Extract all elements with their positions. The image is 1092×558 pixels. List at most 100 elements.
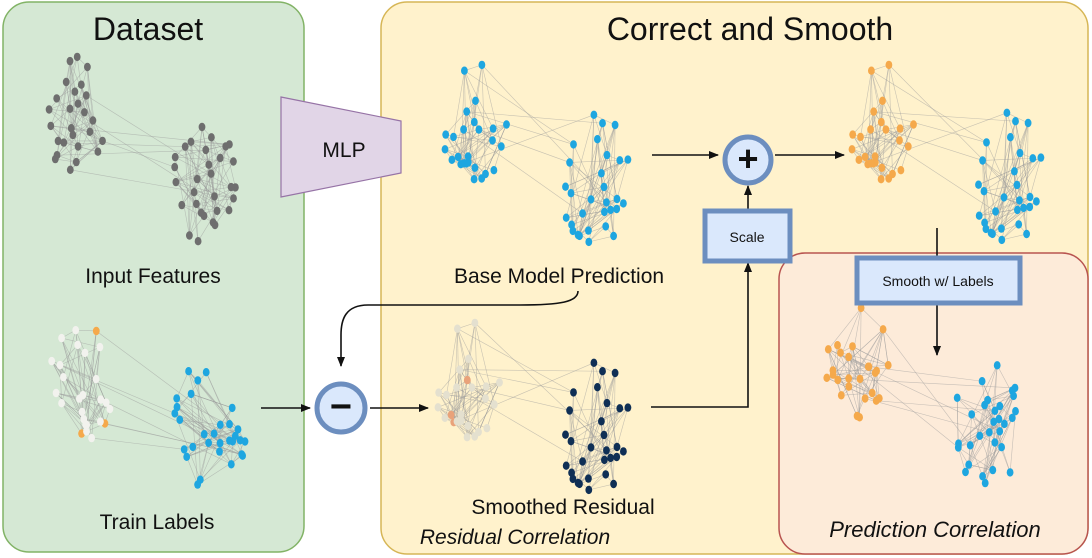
graph-node: [1011, 383, 1019, 393]
graph-node: [976, 431, 984, 440]
graph-node: [83, 420, 91, 429]
graph-node: [238, 450, 246, 459]
graph-node: [82, 91, 90, 100]
plus-symbol: +: [737, 138, 758, 179]
graph-node: [489, 136, 496, 145]
graph-node: [202, 145, 210, 155]
graph-node: [72, 326, 80, 335]
graph-node: [1024, 118, 1032, 128]
graph-node: [99, 136, 106, 146]
mlp-block: [280, 96, 402, 198]
graph-node: [443, 390, 450, 400]
graph-node: [461, 66, 468, 75]
graph-node: [600, 182, 608, 192]
plus-operator: +: [722, 134, 774, 186]
graph-node: [478, 60, 486, 70]
graph-node: [598, 417, 605, 426]
graph-node: [984, 395, 992, 405]
graph-node: [953, 393, 961, 402]
graph-node: [569, 226, 577, 236]
graph-node: [570, 388, 577, 397]
graph-node: [603, 446, 610, 455]
graph-node: [1012, 117, 1019, 126]
dataset-title: Dataset: [93, 11, 203, 47]
graph-node: [1000, 193, 1008, 202]
graph-node: [607, 205, 614, 215]
graph-node: [910, 120, 917, 129]
graph-node: [216, 153, 224, 163]
graph-node: [877, 175, 885, 184]
graph-node: [603, 198, 610, 207]
graph-node: [471, 318, 479, 328]
graph-node: [453, 417, 461, 426]
graph-node: [468, 383, 476, 392]
graph-base-model-prediction: [441, 60, 632, 247]
graph-node: [84, 62, 91, 72]
graph-node: [980, 187, 988, 196]
graph-node: [585, 474, 592, 483]
graph-node: [877, 117, 885, 127]
graph-node: [837, 391, 845, 400]
graph-node: [171, 162, 179, 172]
graph-node: [594, 135, 601, 144]
graph-node: [205, 160, 213, 169]
scale-label: Scale: [729, 229, 764, 245]
graph-node: [978, 377, 986, 386]
graph-node: [998, 443, 1005, 452]
scale-box: [702, 208, 793, 264]
graph-node: [106, 404, 114, 414]
graph-node: [870, 107, 878, 116]
graph-node: [48, 356, 56, 366]
graph-node: [78, 407, 86, 417]
arrow-base-to-minus: [337, 290, 579, 367]
graph-node: [190, 188, 198, 197]
graph-node: [1023, 229, 1030, 239]
residual-correlation-label: Residual Correlation: [420, 526, 610, 549]
graph-node: [616, 404, 624, 413]
graph-node: [471, 432, 479, 441]
graph-node: [448, 155, 456, 164]
graph-node: [67, 124, 75, 133]
graph-node: [456, 365, 464, 374]
graph-node: [497, 142, 505, 151]
graph-node: [579, 209, 586, 218]
graph-node: [442, 130, 450, 139]
graph-node: [611, 368, 619, 378]
graph-node: [567, 189, 575, 198]
graph-input-features: [45, 52, 239, 246]
graph-node: [77, 80, 85, 89]
graph-node: [861, 152, 869, 162]
graph-node: [187, 389, 195, 399]
graph-node: [1015, 220, 1023, 229]
graph-node: [995, 414, 1003, 424]
graph-node: [574, 478, 582, 488]
graph-node: [996, 401, 1004, 411]
prediction-correlation-label: Prediction Correlation: [829, 517, 1041, 542]
graph-node: [194, 480, 202, 489]
graph-node: [616, 156, 624, 165]
graph-node: [1010, 391, 1017, 401]
graph-node: [47, 121, 55, 131]
graph-node: [598, 169, 605, 178]
graph-node: [611, 120, 619, 130]
graph-node: [599, 367, 606, 376]
graph-node: [226, 436, 233, 445]
graph-node: [594, 383, 601, 392]
graph-node: [1026, 192, 1034, 202]
graph-node: [1011, 167, 1018, 176]
graph-node: [991, 438, 999, 447]
graph-node: [620, 447, 627, 456]
graph-node: [463, 375, 471, 385]
graph-node: [987, 228, 995, 238]
train-labels-label: Train Labels: [100, 511, 215, 534]
graph-node: [54, 136, 62, 146]
graph-node: [172, 177, 180, 187]
graph-train-labels: [48, 326, 249, 489]
graph-node: [470, 117, 478, 127]
graph-node: [66, 165, 74, 174]
graph-node: [613, 194, 621, 204]
graph-node: [848, 145, 856, 154]
graph-node: [837, 348, 844, 357]
graph-node: [975, 180, 982, 189]
graph-node: [465, 354, 472, 363]
